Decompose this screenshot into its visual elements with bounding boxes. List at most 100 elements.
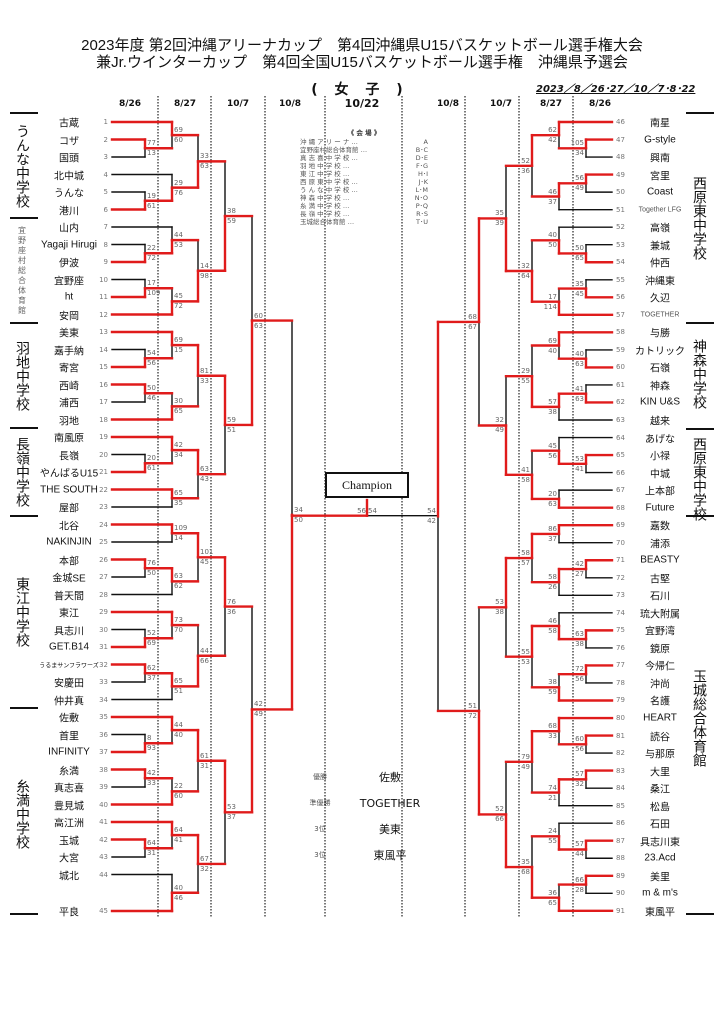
team-name: 宜野座: [54, 276, 84, 287]
venue-item: 長 嶺 中 学 校 …R･S: [300, 210, 428, 218]
venue-code: N･O: [414, 194, 428, 202]
match-score: 28: [575, 885, 584, 894]
match-score: 50: [147, 384, 156, 393]
venue-code: P･Q: [415, 202, 428, 210]
team-number: 39: [99, 783, 108, 791]
team-number: 84: [616, 784, 625, 793]
team-name: 南星: [650, 118, 670, 130]
match-score: 59: [227, 217, 236, 226]
team-number: 14: [99, 345, 108, 354]
team-number: 48: [616, 153, 625, 162]
team-number: 43: [99, 853, 108, 861]
team-name: 城北: [59, 871, 79, 882]
match-score: 27: [575, 570, 584, 578]
venue-item: 玉城総合体育館 …T･U: [300, 218, 428, 226]
team-name: m & m's: [642, 887, 678, 899]
team-number: 72: [616, 573, 625, 582]
match-score: 56: [575, 745, 584, 754]
venue-name: う ん な 中 学 校 …: [300, 186, 358, 194]
match-score: 37: [147, 674, 156, 683]
match-score: 40: [548, 346, 557, 355]
match-score: 61: [147, 464, 156, 473]
match-score: 42: [147, 769, 156, 778]
col-date-center: 10/22: [344, 97, 380, 110]
team-name: 名護: [650, 696, 670, 708]
team-name: 嘉手納: [54, 346, 84, 357]
match-score: 22: [174, 782, 183, 791]
result-row: 3位美東: [296, 816, 436, 842]
team-number: 46: [616, 118, 625, 126]
team-number: 74: [616, 608, 625, 617]
team-number: 13: [99, 328, 108, 336]
team-name: 美里: [650, 872, 670, 884]
match-score: 40: [174, 883, 183, 892]
team-name: 安慶田: [54, 678, 84, 690]
match-score: 57: [548, 397, 557, 406]
team-number: 88: [616, 854, 625, 863]
team-number: 31: [99, 643, 108, 651]
match-score: 46: [174, 893, 183, 902]
team-number: 58: [616, 328, 625, 337]
team-number: 65: [616, 451, 625, 460]
match-score: 33: [200, 376, 209, 385]
match-score: 38: [495, 608, 504, 617]
team-number: 79: [616, 696, 625, 705]
match-score: 58: [521, 549, 530, 558]
group-divider: [10, 322, 38, 324]
match-score: 36: [521, 166, 530, 175]
team-name: 羽地: [59, 416, 79, 427]
match-score: 17: [548, 292, 557, 301]
match-score: 44: [200, 646, 209, 655]
venue-code: D･E: [415, 154, 428, 162]
venue-item: 羽 地 中 学 校 …F･G: [300, 162, 428, 170]
match-score: 63: [548, 499, 557, 508]
team-name: 小禄: [650, 451, 670, 463]
team-name: あげな: [645, 434, 675, 446]
match-score: 33: [200, 152, 209, 161]
group-divider: [10, 427, 38, 429]
match-score: 15: [174, 346, 183, 355]
match-score: 69: [548, 336, 557, 345]
team-name: 西崎: [59, 381, 79, 392]
match-score: 67: [468, 322, 477, 331]
col-date-right-2: 10/7: [489, 99, 513, 109]
team-name: 豊見城: [54, 801, 84, 812]
venue-name: 宜野座村総合体育館 …: [300, 146, 368, 154]
team-name: 高江洲: [54, 818, 84, 830]
team-number: 85: [616, 801, 625, 810]
team-number: 19: [99, 433, 108, 441]
team-number: 5: [103, 188, 108, 196]
venue-code: T･U: [416, 218, 428, 226]
team-name: TOGETHER: [640, 311, 680, 319]
team-name: 真志喜: [54, 783, 84, 795]
match-score: 32: [495, 416, 504, 425]
match-score: 19: [147, 191, 156, 200]
match-score: 63: [575, 359, 584, 368]
team-number: 44: [99, 870, 108, 879]
team-number: 54: [616, 258, 625, 267]
team-number: 22: [99, 485, 108, 494]
match-score: 53: [495, 598, 504, 607]
match-score: 50: [294, 515, 303, 524]
match-score: 52: [521, 156, 530, 165]
venue-name: 沖 縄 ア リ ー ナ …: [300, 138, 358, 146]
match-score: 13: [147, 149, 156, 158]
match-score: 45: [200, 558, 209, 567]
team-number: 28: [99, 590, 108, 599]
team-number: 47: [616, 135, 625, 144]
team-name: 具志川東: [640, 837, 680, 849]
team-number: 24: [99, 520, 108, 529]
group-divider: [686, 912, 714, 915]
team-name: 首里: [59, 731, 79, 742]
team-number: 9: [103, 258, 108, 266]
team-name: G-style: [644, 134, 676, 146]
team-number: 89: [616, 871, 625, 880]
col-date-right-3: 8/27: [539, 99, 563, 109]
venue-group-label: 東江中学校: [14, 577, 30, 647]
venue-group-label: 糸満中学校: [14, 779, 30, 849]
match-score: 57: [575, 770, 584, 779]
col-date-right-1: 10/8: [436, 99, 460, 109]
team-number: 90: [616, 889, 625, 898]
match-score: 63: [174, 572, 183, 581]
venue-name: 真 志 喜 中 学 校 …: [300, 154, 358, 162]
